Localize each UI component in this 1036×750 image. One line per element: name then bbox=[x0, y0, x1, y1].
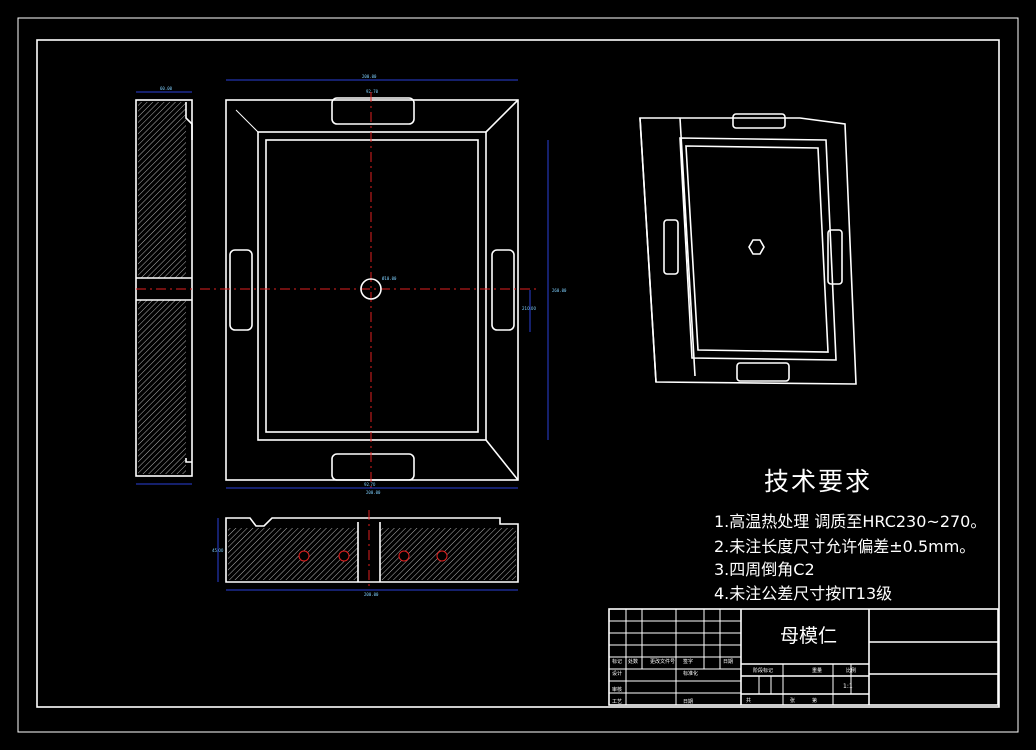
tb-designer: 设计 bbox=[612, 671, 623, 677]
side-section-view: 60.00 bbox=[135, 86, 193, 485]
dim-side-top: 60.00 bbox=[160, 86, 173, 91]
tb-date: 日期 bbox=[723, 659, 734, 665]
part-name: 母模仁 bbox=[780, 625, 838, 647]
isometric-view bbox=[639, 113, 857, 385]
tech-req-item-4: 4.未注公差尺寸按IT13级 bbox=[714, 584, 893, 603]
center-hole bbox=[360, 278, 382, 300]
tb-ratio: 比例 bbox=[846, 668, 857, 674]
tb-standardize: 标准化 bbox=[683, 671, 699, 677]
tb-sheets-total: 共 bbox=[746, 698, 752, 704]
tech-req-item-2: 2.未注长度尺寸允许偏差±0.5mm。 bbox=[714, 537, 976, 556]
tb-file-no: 更改文件号 bbox=[650, 659, 676, 665]
tb-count: 处数 bbox=[628, 659, 639, 665]
tech-req-item-3: 3.四周倒角C2 bbox=[714, 560, 815, 579]
dim-bottom-slot: 92.70 bbox=[364, 482, 376, 487]
dim-front-width: 200.00 bbox=[364, 592, 379, 597]
dim-top-width: 200.00 bbox=[362, 74, 377, 79]
tb-sheet: 张 bbox=[790, 698, 796, 704]
tb-sign: 签字 bbox=[683, 659, 694, 665]
title-block bbox=[608, 608, 999, 706]
tech-requirements-title: 技术要求 bbox=[764, 467, 873, 496]
dim-bottom-width: 200.00 bbox=[366, 490, 381, 495]
tb-mark: 标记 bbox=[612, 659, 623, 665]
tb-weight: 重量 bbox=[812, 668, 823, 674]
scale-value: 1:1 bbox=[843, 683, 853, 690]
dim-right-height: 260.00 bbox=[552, 288, 567, 293]
plan-view: 200.00 92.70 200.00 260.00 Ø10.00 bbox=[200, 74, 567, 495]
dim-inner-height: 210.00 bbox=[522, 306, 536, 311]
dim-hole: Ø10.00 bbox=[382, 276, 397, 281]
front-section-view: 200.00 bbox=[217, 510, 519, 597]
iso-center-hole bbox=[748, 239, 765, 255]
tb-stage-mark: 阶段标记 bbox=[753, 668, 774, 674]
tb-approve: 日期 bbox=[683, 699, 694, 705]
tech-req-item-1: 1.高温热处理 调质至HRC230~270。 bbox=[714, 512, 987, 531]
tb-process: 工艺 bbox=[612, 699, 623, 705]
tb-sheet-of: 第 bbox=[812, 698, 818, 704]
bottom-slot bbox=[331, 453, 415, 481]
left-slot bbox=[229, 249, 253, 331]
dim-top-slot: 92.70 bbox=[366, 89, 379, 94]
right-slot bbox=[491, 249, 515, 331]
drawing-border bbox=[36, 39, 1000, 708]
tb-check: 审核 bbox=[612, 687, 623, 693]
top-slot bbox=[331, 97, 415, 125]
dim-front-height: 45.00 bbox=[212, 548, 224, 553]
outer-frame bbox=[17, 17, 1019, 733]
